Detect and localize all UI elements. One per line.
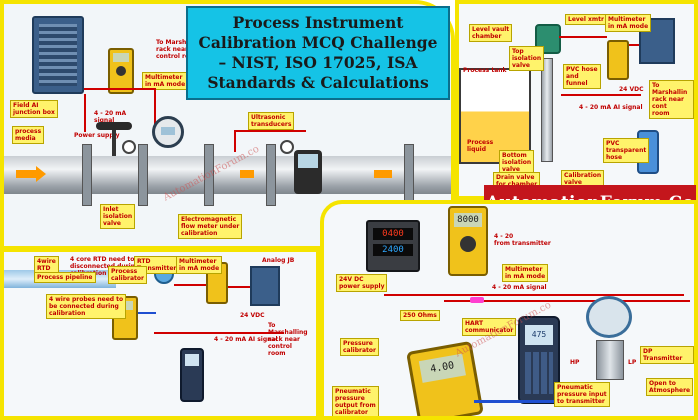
multimeter-display: 8000	[454, 213, 482, 227]
label-multimeter: Multimeter in mA mode	[176, 256, 223, 274]
signal-wire	[234, 130, 306, 132]
label-pvc-hose: PVC hose and funnel	[563, 64, 601, 89]
signal-wire	[84, 88, 154, 90]
label-pressure-calibrator: Pressure calibrator	[340, 338, 379, 356]
hart-display: 475	[525, 325, 553, 345]
panel-dp: 0400 2400 8000 4 - 20 from transmitter 2…	[320, 200, 698, 420]
signal-wire	[154, 332, 284, 334]
label-multimeter: Multimeter in mA mode	[605, 14, 652, 32]
label-power-supply: Power supply	[74, 132, 120, 139]
process-tank-icon	[459, 68, 531, 164]
flowmeter-head-icon	[152, 116, 184, 148]
multimeter-icon	[607, 40, 629, 80]
label-hart: HART communicator	[462, 318, 517, 336]
title-banner: Process Instrument Calibration MCQ Chall…	[186, 6, 450, 100]
label-level-vault: Level vault chamber	[469, 24, 513, 42]
resistor-icon	[470, 297, 484, 303]
label-dc-supply: 24V DC power supply	[336, 274, 388, 292]
label-process-calibrator: Process calibrator	[108, 266, 147, 284]
pressure-calibrator-icon: 4.00	[406, 340, 484, 416]
label-process-pipeline: Process pipeline	[34, 272, 96, 283]
valve-handwheel-icon	[96, 122, 132, 130]
label-lp: LP	[628, 359, 637, 366]
flow-arrow-icon	[16, 170, 36, 178]
junction-box-icon	[250, 266, 280, 306]
label-hp: HP	[570, 359, 580, 366]
label-top-isolation: Top isolation valve	[509, 46, 545, 71]
pressure-gauge-icon	[122, 140, 136, 154]
label-dp-transmitter: DP Transmitter	[640, 346, 694, 364]
label-multimeter: Multimeter in mA mode	[502, 264, 549, 282]
multimeter-icon: 8000	[448, 206, 488, 276]
flow-arrow-icon	[240, 170, 254, 178]
label-analog-jb: Analog JB	[262, 257, 295, 264]
label-ai-signal: 4 - 20 mA AI signal	[214, 336, 278, 343]
dc-display-bottom: 2400	[373, 244, 413, 256]
dp-transmitter-icon	[586, 296, 632, 338]
label-pneumatic-out: Pneumatic pressure output from calibrato…	[332, 386, 379, 416]
signal-wire	[561, 94, 641, 96]
label-ai-signal: 4 - 20 mA AI signal	[579, 104, 643, 111]
signal-wire	[559, 36, 607, 38]
flow-arrow-icon	[374, 170, 392, 178]
panel-level: Level vault chamber Top isolation valve …	[455, 0, 698, 200]
ultrasonic-meter-icon	[294, 150, 322, 194]
label-ma-signal: 4 - 20 mA signal	[492, 284, 547, 291]
label-pneumatic-in: Pneumatic pressure input to transmitter	[554, 382, 610, 407]
signal-wire	[84, 94, 86, 132]
pressure-gauge-icon	[280, 140, 294, 154]
flow-arrow-head-icon	[36, 166, 46, 182]
label-from-transmitter: 4 - 20 from transmitter	[494, 233, 551, 247]
probe-wire	[138, 312, 156, 314]
dc-display-top: 0400	[373, 228, 413, 240]
signal-wire	[174, 284, 206, 286]
hart-communicator-icon: 475	[518, 316, 560, 404]
signal-wire	[234, 130, 236, 152]
multimeter-icon	[108, 48, 134, 94]
flange-icon	[404, 144, 414, 206]
junction-box-icon	[32, 16, 84, 94]
signal-wire	[228, 286, 250, 288]
label-marshalling: To Marsh rack near control ro	[156, 39, 189, 60]
signal-wire	[629, 44, 639, 46]
signal-wire	[154, 88, 156, 128]
panel-rtd: 4wire RTD 4 core RTD need to be disconne…	[0, 248, 320, 420]
label-open-atm: Open to Atmosphere	[646, 378, 694, 396]
label-process-media: process media	[12, 126, 45, 144]
label-ultrasonic: Ultrasonic transducers	[248, 112, 295, 130]
page-title: Process Instrument Calibration MCQ Chall…	[198, 13, 438, 92]
label-emf: Electromagnetic flow meter under calibra…	[178, 214, 243, 239]
level-chamber-icon	[541, 58, 553, 162]
label-ohms: 250 Ohms	[400, 310, 440, 321]
flange-icon	[138, 144, 148, 206]
label-pvc-transparent: PVC transparent hose	[603, 138, 650, 163]
label-vdc: 24 VDC	[619, 86, 644, 93]
label-wire-probes: 4 wire probes need to be connected durin…	[46, 294, 127, 319]
label-level-xmtr: Level xmtr	[565, 14, 607, 25]
signal-wire	[444, 300, 690, 302]
label-ma-signal: 4 - 20 mA signal	[94, 110, 127, 124]
label-process-liquid: Process liquid	[467, 139, 494, 153]
label-marshalling: To Marshalling rack near control room	[268, 322, 308, 357]
pneumatic-tube	[474, 400, 608, 403]
label-vdc: 24 VDC	[240, 312, 265, 319]
flange-icon	[266, 144, 276, 206]
valve-stem-icon	[112, 130, 116, 156]
label-process-tank: Process tank	[463, 67, 507, 74]
dc-power-supply-icon: 0400 2400	[366, 220, 420, 272]
dp-flange-icon	[596, 340, 624, 380]
signal-wire	[384, 294, 684, 296]
flange-icon	[82, 144, 92, 206]
label-field-ai: Field AI junction box	[10, 100, 58, 118]
label-marshalling: To Marshallin rack near cont room	[649, 80, 694, 119]
hart-handheld-icon	[180, 348, 204, 402]
flange-icon	[204, 144, 214, 206]
label-inlet-valve: Inlet isolation valve	[100, 204, 136, 229]
label-multimeter: Multimeter in mA mode	[142, 72, 189, 90]
label-bottom-isolation: Bottom isolation valve	[499, 150, 535, 175]
